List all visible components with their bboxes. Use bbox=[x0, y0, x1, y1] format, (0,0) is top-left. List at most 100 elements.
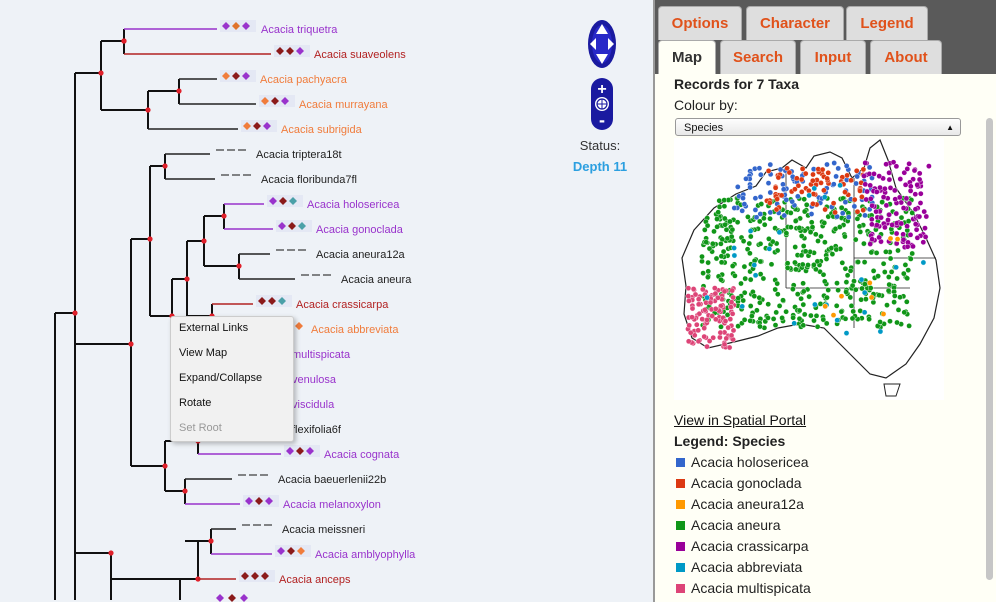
svg-text:+: + bbox=[597, 81, 606, 98]
trait-marker-icon bbox=[265, 497, 273, 505]
menu-item-expand-collapse[interactable]: Expand/Collapse bbox=[179, 372, 263, 384]
trait-marker-icon bbox=[245, 497, 253, 505]
tree-node-dot bbox=[147, 236, 153, 242]
leaf-label[interactable]: Acacia meissneri bbox=[282, 524, 365, 536]
side-panel: Options Character Legend Map Search Inpu… bbox=[655, 0, 996, 602]
leaf-label[interactable]: Acacia anceps bbox=[279, 574, 351, 586]
trait-marker-icon bbox=[255, 497, 263, 505]
legend-item: Acacia aneura bbox=[676, 517, 781, 533]
context-menu: External Links View Map Expand/Collapse … bbox=[170, 316, 294, 442]
trait-marker-icon bbox=[232, 22, 240, 30]
leaf-label[interactable]: Acacia murrayana bbox=[299, 99, 389, 111]
trait-marker-icon bbox=[306, 447, 314, 455]
legend-label: Acacia aneura12a bbox=[691, 496, 804, 512]
leaf-label[interactable]: Acacia holosericea bbox=[307, 199, 400, 211]
legend-item: Acacia abbreviata bbox=[676, 559, 802, 575]
tab-bar: Options Character Legend Map Search Inpu… bbox=[655, 0, 996, 74]
tab-search[interactable]: Search bbox=[720, 40, 796, 74]
tree-node-dot bbox=[176, 88, 182, 94]
select-arrows-icon: ▲ bbox=[946, 123, 954, 132]
tree-node-dot bbox=[182, 488, 188, 494]
trait-marker-icon bbox=[269, 197, 277, 205]
menu-item-rotate[interactable]: Rotate bbox=[179, 397, 212, 409]
leaf-label: Acacia abbreviata bbox=[311, 324, 399, 336]
legend-swatch bbox=[676, 563, 685, 572]
tree-node-dot bbox=[98, 70, 104, 76]
leaf-label-partial: venulosa bbox=[292, 374, 337, 386]
legend-label: Acacia abbreviata bbox=[691, 559, 803, 575]
zoom-control-icon[interactable]: + - bbox=[591, 78, 613, 130]
legend-swatch bbox=[676, 458, 685, 467]
trait-marker-icon bbox=[222, 72, 230, 80]
trait-marker-icon bbox=[261, 572, 269, 580]
leaf-label[interactable]: Acacia floribunda7fl bbox=[261, 174, 357, 186]
trait-marker-icon bbox=[240, 594, 248, 602]
trait-marker-icon bbox=[268, 297, 276, 305]
tab-options[interactable]: Options bbox=[658, 6, 742, 40]
leaf-label[interactable]: Acacia gonoclada bbox=[316, 224, 404, 236]
legend-item: Acacia crassicarpa bbox=[676, 538, 809, 554]
tree-node-dot bbox=[236, 263, 242, 269]
leaf-label[interactable]: Acacia cognata bbox=[324, 449, 400, 461]
status-depth: Depth 11 bbox=[572, 159, 628, 174]
leaf-label[interactable]: Acacia melanoxylon bbox=[283, 499, 381, 511]
tab-legend[interactable]: Legend bbox=[846, 6, 928, 40]
legend-swatch bbox=[676, 584, 685, 593]
tab-about[interactable]: About bbox=[870, 40, 942, 74]
trait-marker-icon bbox=[243, 122, 251, 130]
menu-item-view-map[interactable]: View Map bbox=[179, 347, 228, 359]
tab-map[interactable]: Map bbox=[658, 40, 716, 74]
records-heading: Records for 7 Taxa bbox=[674, 76, 800, 92]
trait-marker-icon bbox=[253, 122, 261, 130]
trait-marker-icon bbox=[286, 447, 294, 455]
leaf-label[interactable]: Acacia baeuerlenii22b bbox=[278, 474, 386, 486]
trait-marker-icon bbox=[276, 47, 284, 55]
svg-text:-: - bbox=[599, 110, 605, 130]
legend-swatch bbox=[676, 500, 685, 509]
tree-node-dot bbox=[208, 538, 214, 544]
leaf-label-partial: viscidula bbox=[292, 399, 335, 411]
leaf-label[interactable]: Acacia aneura12a bbox=[316, 249, 406, 261]
colour-by-value: Species bbox=[684, 122, 724, 134]
trait-marker-icon bbox=[271, 97, 279, 105]
legend-item: Acacia holosericea bbox=[676, 454, 809, 470]
leaf-label-partial: multispicata bbox=[292, 349, 351, 361]
spatial-portal-link[interactable]: View in Spatial Portal bbox=[674, 412, 807, 428]
tree-node-dot bbox=[184, 276, 190, 282]
trait-marker-icon bbox=[242, 22, 250, 30]
tree-node-dot bbox=[162, 463, 168, 469]
leaf-label[interactable]: Acacia subrigida bbox=[281, 124, 363, 136]
status-label: Status: bbox=[579, 138, 621, 153]
trait-marker-icon bbox=[296, 47, 304, 55]
tab-input[interactable]: Input bbox=[800, 40, 866, 74]
trait-marker-icon bbox=[298, 222, 306, 230]
legend-item: Acacia gonoclada bbox=[676, 475, 802, 491]
leaf-label[interactable]: Acacia aneura bbox=[341, 274, 412, 286]
navigation-widget[interactable]: + - bbox=[584, 16, 620, 136]
tab-character[interactable]: Character bbox=[746, 6, 844, 40]
colour-by-label: Colour by: bbox=[674, 97, 738, 113]
pan-control-icon[interactable] bbox=[588, 20, 616, 68]
panel-scrollbar[interactable] bbox=[986, 118, 993, 580]
leaf-label[interactable]: Acacia suaveolens bbox=[314, 49, 406, 61]
trait-marker-icon bbox=[287, 547, 295, 555]
leaf-label[interactable]: Acacia pachyacra bbox=[260, 74, 348, 86]
occurrence-points bbox=[685, 159, 932, 351]
trait-marker-icon bbox=[228, 594, 236, 602]
trait-marker-icon bbox=[288, 222, 296, 230]
colour-by-select[interactable]: Species ▲ bbox=[675, 118, 961, 136]
leaf-label[interactable]: Acacia triptera18t bbox=[256, 149, 342, 161]
map-tab-content: Records for 7 Taxa Colour by: Species ▲ … bbox=[655, 74, 991, 602]
legend-swatch bbox=[676, 521, 685, 530]
menu-item-external-links[interactable]: External Links bbox=[179, 322, 249, 334]
leaf-label[interactable]: Acacia triquetra bbox=[261, 24, 338, 36]
tree-node-dot bbox=[121, 38, 127, 44]
leaf-label[interactable]: Acacia crassicarpa bbox=[296, 299, 389, 311]
trait-marker-icon bbox=[277, 547, 285, 555]
leaf-label[interactable]: Acacia amblyophylla bbox=[315, 549, 416, 561]
tree-node-dot bbox=[162, 163, 168, 169]
tree-node-dot bbox=[145, 107, 151, 113]
species-distribution-map[interactable] bbox=[674, 138, 944, 400]
